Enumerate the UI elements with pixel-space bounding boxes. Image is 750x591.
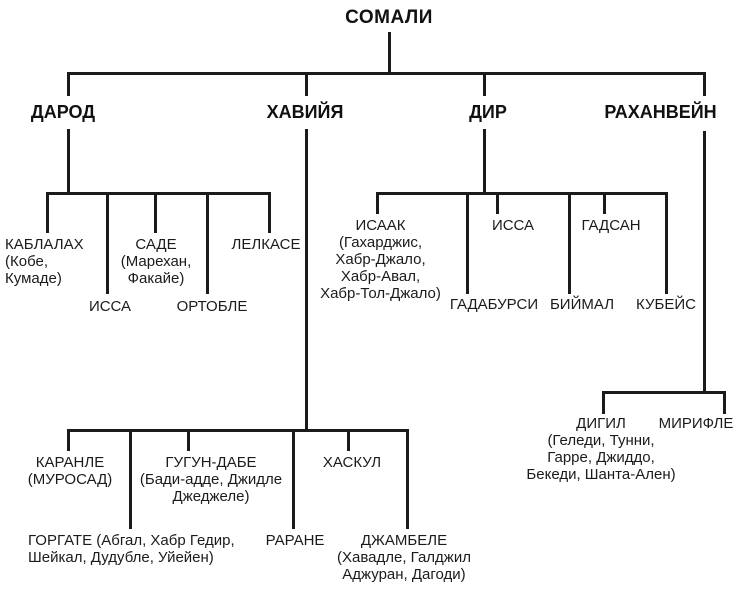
connector xyxy=(483,129,486,195)
connector xyxy=(67,429,409,432)
node-ortoble: ОРТОБЛЕ xyxy=(176,298,248,315)
node-lelkase: ЛЕЛКАСЕ xyxy=(231,236,301,253)
connector xyxy=(376,192,668,195)
connector xyxy=(703,72,706,96)
connector xyxy=(568,192,571,294)
connector xyxy=(703,131,706,394)
node-gugun-dabe: ГУГУН-ДАБЕ (Бади-адде, Джидле Джеджеле) xyxy=(139,454,283,505)
node-digil: ДИГИЛ (Геледи, Тунни, Гарре, Джиддо, Бек… xyxy=(526,415,676,483)
node-karanle: КАРАНЛЕ (МУРОСАД) xyxy=(27,454,113,488)
connector xyxy=(46,192,271,195)
connector xyxy=(154,192,157,233)
connector xyxy=(187,429,190,451)
connector xyxy=(206,192,209,294)
connector xyxy=(466,192,469,294)
node-dzhambele: ДЖАМБЕЛЕ (Хавадле, Галджил Аджуран, Даго… xyxy=(337,532,471,583)
connector xyxy=(305,72,308,96)
node-gorgate: ГОРГАТЕ (Абгал, Хабр Гедир, Шейкал, Дуду… xyxy=(28,532,235,566)
connector xyxy=(483,72,486,96)
connector xyxy=(129,429,132,529)
node-issa-dir: ИССА xyxy=(491,217,535,234)
root-title-somali: СОМАЛИ xyxy=(345,7,433,28)
connector xyxy=(388,32,391,73)
node-sade: САДЕ (Марехан, Факайе) xyxy=(120,236,192,287)
branch-dir: ДИР xyxy=(469,102,507,122)
branch-haviya: ХАВИЙЯ xyxy=(266,102,344,122)
node-rarane: РАРАНЕ xyxy=(265,532,325,549)
connector xyxy=(602,391,605,414)
connector xyxy=(106,192,109,294)
node-biymal: БИЙМАЛ xyxy=(549,296,615,313)
connector xyxy=(406,429,409,529)
node-gadabursi: ГАДАБУРСИ xyxy=(449,296,539,313)
branch-rahanveyn: РАХАНВЕЙН xyxy=(604,102,717,122)
node-isaak: ИСААК (Гахарджис, Хабр-Джало, Хабр-Авал,… xyxy=(320,217,441,302)
connector xyxy=(496,192,499,214)
node-gadsan: ГАДСАН xyxy=(581,217,641,234)
node-mirifle: МИРИФЛЕ xyxy=(658,415,734,432)
connector xyxy=(67,429,70,451)
node-issa-darod: ИССА xyxy=(88,298,132,315)
connector xyxy=(292,429,295,529)
branch-darod: ДАРОД xyxy=(30,102,96,122)
connector xyxy=(67,72,70,96)
connector xyxy=(665,192,668,294)
connector xyxy=(67,72,706,75)
connector xyxy=(602,391,726,394)
connector xyxy=(67,129,70,195)
node-haskul: ХАСКУЛ xyxy=(322,454,382,471)
node-kubeys: КУБЕЙС xyxy=(636,296,696,313)
connector xyxy=(347,429,350,451)
connector xyxy=(376,192,379,214)
connector xyxy=(268,192,271,233)
node-kablalah: КАБЛАЛАХ (Кобе, Кумаде) xyxy=(5,236,84,287)
connector xyxy=(603,192,606,214)
connector xyxy=(723,391,726,414)
connector xyxy=(305,129,308,432)
connector xyxy=(46,192,49,233)
